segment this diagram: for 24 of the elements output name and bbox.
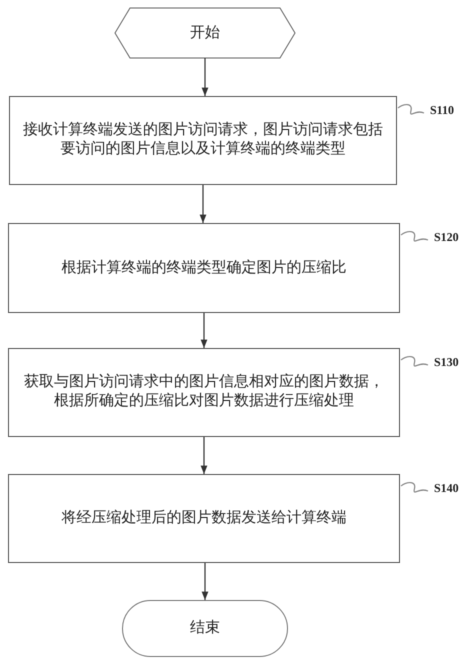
node-text: 接收计算终端发送的图片访问请求，图片访问请求包括要访问的图片信息以及计算终端的终端类型: [22, 121, 384, 159]
leader-line: [400, 482, 428, 493]
arrow: [200, 313, 208, 348]
step-number: S140: [434, 481, 459, 496]
step-number: S110: [430, 103, 454, 118]
arrow: [200, 437, 208, 474]
node-text: 结束: [190, 619, 220, 638]
node-text: 将经压缩处理后的图片数据发送给计算终端: [62, 509, 346, 528]
node-text: 根据计算终端的终端类型确定图片的压缩比: [62, 258, 346, 278]
step-number: S130: [434, 355, 459, 370]
step-number: S120: [434, 230, 459, 245]
process-box: [8, 348, 400, 437]
process-box: [9, 96, 397, 185]
arrow: [202, 58, 208, 96]
arrow: [200, 185, 206, 223]
start-hexagon: [114, 8, 296, 58]
leader-line: [400, 356, 428, 367]
process-box: [8, 474, 400, 563]
node-text: 开始: [190, 24, 220, 42]
process-box: [8, 223, 400, 313]
node-text: 获取与图片访问请求中的图片信息相对应的图片数据，根据所确定的压缩比对图片数据进行压缩处理: [23, 373, 385, 411]
leader-line: [398, 104, 424, 115]
leader-line: [400, 231, 428, 242]
arrow: [202, 563, 208, 600]
